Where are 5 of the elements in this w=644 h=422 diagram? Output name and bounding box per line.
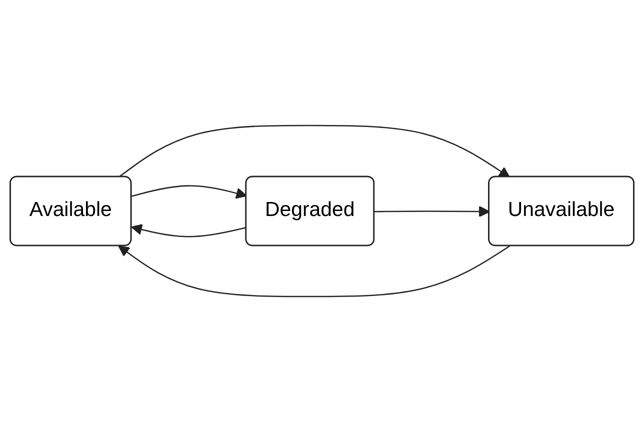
arrow [118,124,510,178]
arrow [131,224,247,238]
arrow [118,246,510,298]
arrow [374,206,490,218]
arrow [131,185,248,199]
